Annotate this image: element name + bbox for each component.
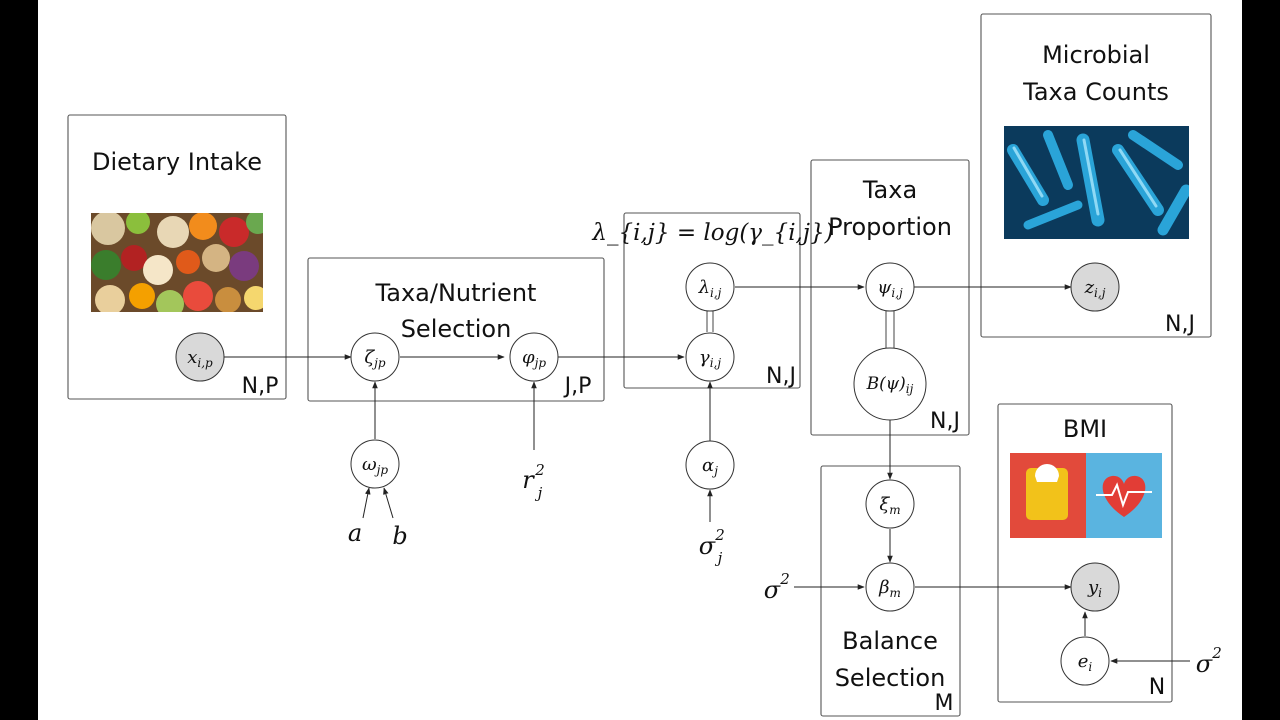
plate-lambda: λ_{i,j} = log(γ_{i,j}) N,J — [591, 212, 834, 389]
node-phi: φjp — [509, 332, 559, 382]
svg-text:2: 2 — [1211, 644, 1222, 662]
node-psi: ψi,j — [865, 262, 915, 312]
plate-balance-title-1: Balance — [842, 627, 938, 655]
edges — [224, 284, 1190, 664]
plate-dietary-intake: Dietary Intake N,P — [67, 114, 287, 400]
svg-text:r: r — [522, 466, 535, 494]
svg-text:γi,j: γi,j — [699, 347, 721, 370]
plate-counts-index: N,J — [1165, 312, 1195, 337]
plate-bmi-title: BMI — [1063, 415, 1107, 443]
node-beta: βm — [865, 562, 915, 612]
hyper-sigma-beta: σ 2 — [764, 570, 790, 604]
plate-counts-title-1: Microbial — [1042, 41, 1150, 69]
svg-text:ψi,j: ψi,j — [877, 277, 903, 300]
node-xi: ξm — [865, 479, 915, 529]
plate-dietary-index: N,P — [242, 374, 279, 399]
node-b-psi: B(ψ)ij — [853, 347, 927, 421]
svg-text:αj: αj — [702, 455, 718, 478]
plate-proportion-title-2: Proportion — [828, 213, 952, 241]
hyper-a: a — [348, 519, 362, 547]
svg-text:B(ψ)ij: B(ψ)ij — [866, 374, 914, 396]
hyper-b: b — [392, 522, 407, 550]
slide: Dietary Intake N,P Taxa/Nutrient Selecti… — [38, 0, 1242, 720]
plate-balance-title-2: Selection — [835, 664, 946, 692]
svg-text:ζjp: ζjp — [364, 347, 385, 370]
svg-text:zi,j: zi,j — [1084, 277, 1106, 300]
plate-selection-title-1: Taxa/Nutrient — [375, 279, 537, 307]
plate-taxa-proportion: Taxa Proportion N,J — [810, 159, 970, 436]
svg-text:βm: βm — [878, 577, 901, 600]
hyper-r: r 2 j — [522, 461, 545, 502]
svg-text:2: 2 — [779, 570, 790, 588]
node-y: yi — [1070, 562, 1120, 612]
node-e: ei — [1060, 636, 1110, 686]
plate-balance-selection: Balance Selection M — [820, 465, 961, 717]
plate-selection-index: J,P — [563, 374, 592, 399]
plate-balance-index: M — [935, 691, 954, 716]
plate-microbial-taxa-counts: Microbial Taxa Counts N,J — [980, 13, 1212, 338]
plate-bmi-index: N — [1149, 675, 1165, 700]
bacteria-photo-icon — [1004, 126, 1189, 239]
hyper-sigma-e: σ 2 — [1196, 644, 1222, 678]
heart-icon — [1086, 453, 1162, 538]
plate-lambda-index: N,J — [766, 364, 796, 389]
plate-bmi: BMI N — [997, 403, 1173, 703]
svg-text:ωjp: ωjp — [362, 454, 388, 477]
node-lambda: λi,j — [685, 262, 735, 312]
svg-text:ξm: ξm — [879, 494, 900, 517]
node-omega: ωjp — [350, 439, 400, 489]
plate-selection-title-2: Selection — [401, 315, 512, 343]
plate-taxa-nutrient-selection: Taxa/Nutrient Selection J,P — [307, 257, 605, 402]
node-alpha: αj — [685, 440, 735, 490]
svg-text:yi: yi — [1087, 577, 1102, 600]
svg-text:λi,j: λi,j — [698, 277, 722, 300]
svg-text:σ: σ — [1196, 650, 1213, 678]
svg-text:σ: σ — [764, 576, 781, 604]
svg-text:j: j — [535, 484, 543, 502]
plate-dietary-title: Dietary Intake — [92, 148, 262, 176]
lambda-formula: λ_{i,j} = log(γ_{i,j}) — [591, 220, 833, 246]
node-x: xi,p — [175, 332, 225, 382]
svg-text:σ: σ — [699, 532, 716, 560]
hyper-sigma-j: σ 2 j — [699, 526, 725, 567]
svg-text:2: 2 — [534, 461, 545, 479]
plate-proportion-index: N,J — [930, 409, 960, 434]
svg-text:ei: ei — [1078, 651, 1093, 674]
svg-text:xi,p: xi,p — [187, 347, 213, 370]
svg-text:φjp: φjp — [522, 347, 546, 370]
plate-proportion-title-1: Taxa — [862, 176, 917, 204]
node-gamma: γi,j — [685, 332, 735, 382]
node-z: zi,j — [1070, 262, 1120, 312]
node-zeta: ζjp — [350, 332, 400, 382]
plate-counts-title-2: Taxa Counts — [1022, 78, 1169, 106]
scale-icon — [1010, 453, 1086, 538]
plate-diagram: Dietary Intake N,P Taxa/Nutrient Selecti… — [67, 13, 1222, 717]
food-photo-icon — [91, 213, 263, 312]
svg-text:j: j — [715, 549, 723, 567]
svg-text:2: 2 — [714, 526, 725, 544]
